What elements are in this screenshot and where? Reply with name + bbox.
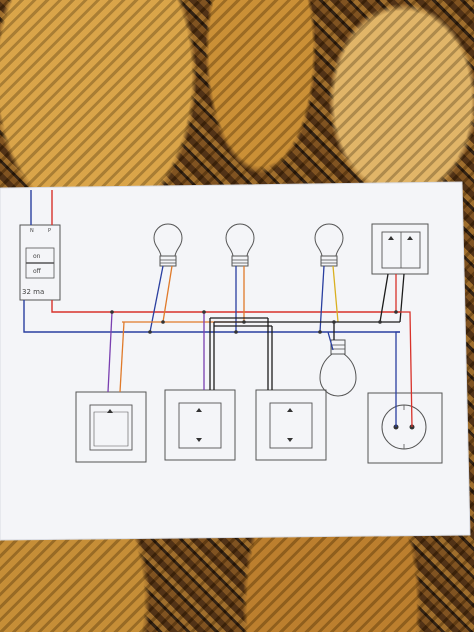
neutral-bus-wire bbox=[23, 300, 400, 333]
bulb3-yellow-lead bbox=[332, 265, 339, 323]
switch1-orange-lead bbox=[119, 321, 125, 393]
socket-red-lead bbox=[396, 311, 413, 428]
double-switch-black-lead bbox=[379, 273, 389, 323]
breaker-terminal-p: P bbox=[48, 228, 51, 234]
double-switch-black-lead-2 bbox=[399, 273, 405, 323]
light-bulb-icon bbox=[225, 223, 255, 267]
breaker-off-label: off bbox=[33, 268, 42, 275]
socket-blue-lead bbox=[395, 331, 400, 427]
phase-bus-wire bbox=[51, 300, 400, 313]
breaker-rating: 32 ma bbox=[22, 288, 44, 296]
bulb1-orange-lead bbox=[162, 265, 173, 323]
double-switch-icon bbox=[371, 223, 429, 275]
switch1-purple-lead bbox=[107, 311, 113, 393]
bulb3-blue-lead bbox=[319, 265, 325, 333]
switch-icon bbox=[255, 389, 327, 461]
circuit-breaker: on off 32 ma N P bbox=[19, 224, 61, 301]
light-bulb-icon bbox=[314, 223, 344, 267]
breaker-on-label: on bbox=[33, 253, 41, 260]
bulb1-blue-lead bbox=[149, 265, 164, 333]
light-bulb-icon bbox=[153, 223, 183, 267]
breaker-terminal-n: N bbox=[30, 228, 34, 234]
bulb4-blue-lead bbox=[327, 331, 334, 351]
junction-dots bbox=[110, 310, 398, 334]
switch-icon bbox=[164, 389, 236, 461]
switch-icon bbox=[75, 391, 147, 463]
paper-sheet bbox=[0, 182, 470, 540]
